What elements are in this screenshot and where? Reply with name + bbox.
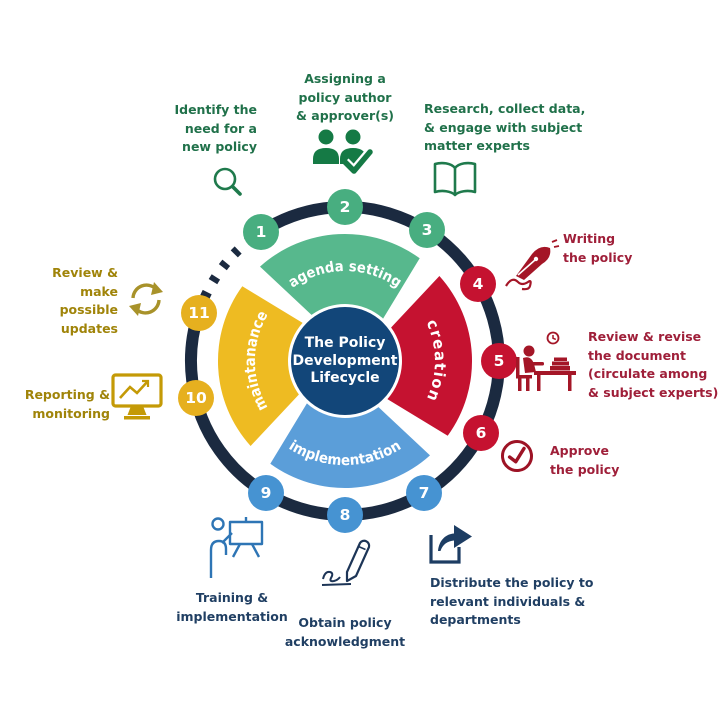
step-3-number: 3 xyxy=(421,221,433,239)
step-6-number: 6 xyxy=(475,424,487,442)
step-11-badge: 11 xyxy=(181,295,217,331)
pen-nib-icon xyxy=(505,239,560,291)
step-6-label: Approve the policy xyxy=(550,443,620,477)
step-11-number: 11 xyxy=(188,304,210,322)
step-9-number: 9 xyxy=(260,484,272,502)
step-5-number: 5 xyxy=(493,352,505,370)
center-title: The Policy Development Lifecycle xyxy=(278,335,412,388)
step-4-badge: 4 xyxy=(460,266,496,302)
phase-creation-arc xyxy=(387,276,473,436)
people-check-icon xyxy=(313,129,374,179)
lifecycle-ring xyxy=(185,201,505,521)
step-5-badge: 5 xyxy=(481,343,517,379)
presenter-board-icon xyxy=(209,517,264,578)
step-3-badge: 3 xyxy=(409,212,445,248)
step-3-label: Research, collect data, & engage with su… xyxy=(424,101,586,153)
step-4-number: 4 xyxy=(472,275,484,293)
step-7-badge: 7 xyxy=(406,475,442,511)
magnifier-icon xyxy=(213,167,242,196)
step-4-label: Writing the policy xyxy=(563,231,633,265)
step-2-badge: 2 xyxy=(327,189,363,225)
share-box-icon xyxy=(429,525,472,564)
step-10-number: 10 xyxy=(185,389,207,407)
check-circle-icon xyxy=(501,440,533,472)
step-7-label: Distribute the policy to relevant indivi… xyxy=(430,575,594,627)
step-10-label: Reporting & monitoring xyxy=(24,387,110,421)
center-circle xyxy=(291,307,399,415)
step-7-number: 7 xyxy=(418,484,430,502)
phase-agenda-setting-arc xyxy=(260,233,420,319)
step-9-label: Training & implementation xyxy=(176,590,288,624)
step-2-number: 2 xyxy=(339,198,351,216)
step-10-badge: 10 xyxy=(178,380,214,416)
refresh-arrows-icon xyxy=(129,282,163,316)
phase-implementation-arc xyxy=(270,403,430,489)
center-title-line: Lifecycle xyxy=(310,370,380,386)
step-1-label: Identify the need for a new policy xyxy=(174,102,257,154)
phase-maintanance-arc xyxy=(217,286,303,446)
step-6-badge: 6 xyxy=(463,415,499,451)
step-9-badge: 9 xyxy=(248,475,284,511)
step-2-label: Assigning a policy author & approver(s) xyxy=(296,71,394,123)
person-at-desk-icon xyxy=(516,331,576,391)
center-title-line: Development xyxy=(292,352,398,369)
center-title-line: The Policy xyxy=(304,335,386,351)
step-8-number: 8 xyxy=(339,506,351,524)
step-1-badge: 1 xyxy=(243,214,279,250)
monitor-chart-icon xyxy=(111,373,163,420)
step-1-number: 1 xyxy=(255,223,267,241)
step-5-label: Review & revise the document (circulate … xyxy=(588,329,719,400)
open-book-icon xyxy=(433,161,477,197)
step-8-label: Obtain policy acknowledgment xyxy=(284,615,406,649)
step-8-badge: 8 xyxy=(327,497,363,533)
signature-pen-icon xyxy=(321,539,371,586)
step-11-label: Review & make possible updates xyxy=(52,265,118,336)
